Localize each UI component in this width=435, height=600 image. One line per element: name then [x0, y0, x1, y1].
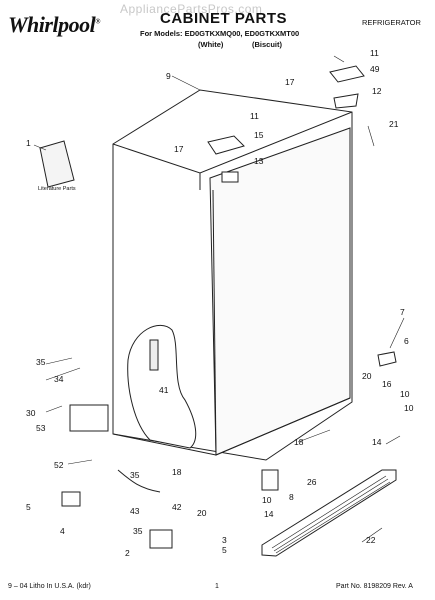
watermark: AppliancePartsPros.com: [120, 2, 263, 16]
callout-11: 11: [250, 111, 259, 121]
hinge-bracket: [221, 171, 239, 183]
callout-14: 14: [264, 509, 274, 519]
callout-34: 34: [54, 374, 64, 384]
callout-22: 22: [366, 535, 376, 545]
brand-logo: Whirlpool®: [8, 12, 100, 38]
bottom-hinge: [261, 469, 279, 491]
callout-49: 49: [370, 64, 380, 74]
callout-35-middle: 35: [130, 470, 140, 480]
callout-35-lower: 35: [133, 526, 143, 536]
callout-17: 17: [174, 144, 184, 154]
callout-42: 42: [172, 502, 182, 512]
literature-parts-label: Literature Parts: [38, 186, 76, 192]
part-number: Part No. 8198209 Rev. A: [336, 583, 413, 590]
callout-2: 2: [125, 548, 130, 558]
callout-10-far-right: 10: [404, 403, 414, 413]
callout-5-left: 5: [26, 502, 31, 512]
callout-35-upper: 35: [36, 357, 46, 367]
callout-26: 26: [307, 477, 317, 487]
callout-11-top: 11: [370, 48, 379, 58]
callout-18-right: 18: [294, 437, 304, 447]
front-roller: [61, 491, 81, 507]
callout-5: 5: [222, 545, 227, 555]
callout-14-right: 14: [372, 437, 382, 447]
callout-10: 10: [262, 495, 272, 505]
callout-6: 6: [404, 336, 409, 346]
side-cutout: [127, 324, 197, 449]
variant-white: (White): [198, 40, 224, 49]
callout-43: 43: [130, 506, 140, 516]
variant-biscuit: (Biscuit): [252, 40, 282, 49]
callout-10-right: 10: [400, 389, 410, 399]
brand-name: Whirlpool: [8, 12, 96, 37]
callout-21: 21: [389, 119, 399, 129]
callout-53: 53: [36, 423, 46, 433]
callout-17-top: 17: [285, 77, 295, 87]
callout-52: 52: [54, 460, 64, 470]
rear-roller: [149, 529, 173, 549]
callout-8: 8: [289, 492, 294, 502]
callout-18: 18: [172, 467, 182, 477]
hinge-cover: [329, 65, 365, 83]
top-bracket: [333, 93, 359, 109]
literature-booklet: [39, 140, 75, 188]
product-type: REFRIGERATOR: [362, 18, 421, 27]
leveling-bracket: [69, 404, 109, 432]
callout-7: 7: [400, 307, 405, 317]
callout-9: 9: [166, 71, 171, 81]
callout-3: 3: [222, 535, 227, 545]
registered-mark: ®: [95, 17, 100, 26]
callout-16: 16: [382, 379, 392, 389]
spring: [149, 339, 159, 371]
footer-litho: 9 – 04 Litho In U.S.A. (kdr): [8, 583, 91, 590]
water-tube: [117, 469, 161, 493]
callout-20: 20: [197, 508, 207, 518]
callout-1: 1: [26, 138, 31, 148]
callout-12: 12: [372, 86, 382, 96]
callout-41: 41: [159, 385, 169, 395]
callout-20-right: 20: [362, 371, 372, 381]
callout-4: 4: [60, 526, 65, 536]
base-grille: [261, 469, 397, 557]
page-title: CABINET PARTS: [160, 10, 288, 27]
top-hinge: [207, 135, 245, 155]
leader-lines: [33, 55, 405, 543]
page-number: 1: [215, 583, 219, 590]
lower-hinge: [377, 351, 397, 367]
callout-15: 15: [254, 130, 264, 140]
callout-13: 13: [254, 156, 264, 166]
model-numbers: For Models: ED0GTKXMQ00, ED0GTKXMT00: [140, 29, 300, 38]
callout-30: 30: [26, 408, 36, 418]
